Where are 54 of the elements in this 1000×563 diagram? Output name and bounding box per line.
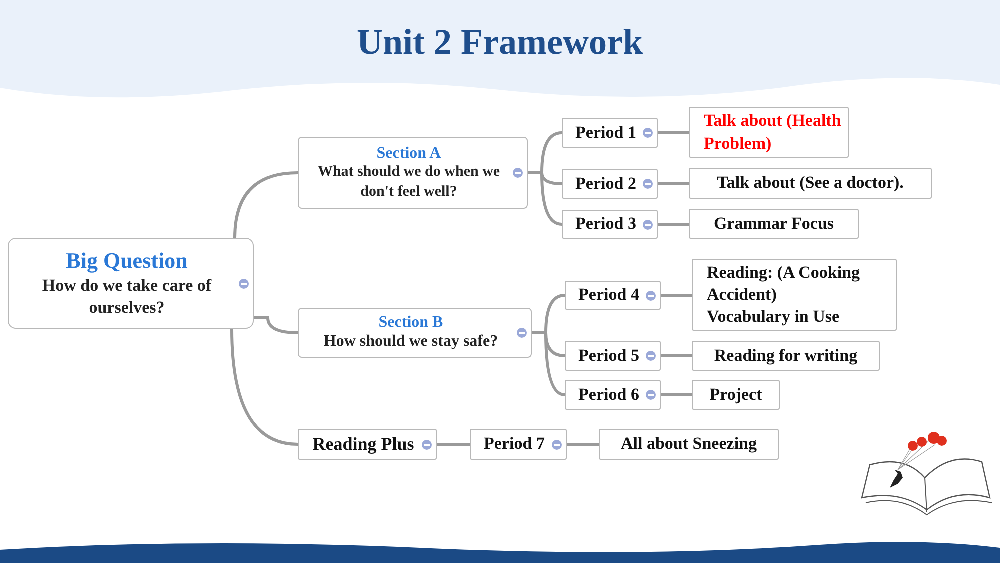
topic-box <box>689 168 932 199</box>
topic-text: Period 3 <box>576 213 636 236</box>
topic-text: Talk about (Health Problem) <box>704 110 842 154</box>
topic-box <box>565 380 661 410</box>
topic-text: How do we take care of ourselves? <box>41 274 213 319</box>
topic-box <box>599 429 779 460</box>
topic-text: Period 6 <box>578 384 640 406</box>
connector-line <box>661 294 692 297</box>
topic-heading: Section B <box>378 313 444 332</box>
topic-box <box>692 259 897 331</box>
connector-line <box>230 328 298 446</box>
topic-text: Period 2 <box>576 172 636 195</box>
connector-line <box>658 132 689 134</box>
connector-line <box>528 172 562 226</box>
topic-text: Period 7 <box>484 433 545 456</box>
topic-text: All about Sneezing <box>620 433 758 456</box>
topic-text: Period 5 <box>578 344 640 367</box>
topic-text: Reading Plus <box>312 432 414 456</box>
slide-title: Unit 2 Framework <box>356 21 644 64</box>
connector-line <box>532 332 566 396</box>
topic-box <box>692 380 780 410</box>
topic-text: Period 4 <box>578 284 640 306</box>
topic-box <box>565 281 661 310</box>
topic-text: Reading for writing <box>714 344 858 367</box>
connector-line <box>658 182 689 186</box>
topic-box <box>298 308 532 358</box>
topic-text: Talk about (See a doctor). <box>717 172 904 194</box>
topic-box <box>298 429 437 460</box>
connector-line <box>437 443 470 446</box>
topic-box <box>298 137 528 209</box>
connector-line <box>661 354 692 358</box>
topic-text: Reading: (A Cooking Accident) <box>707 262 862 306</box>
connector-line <box>661 394 692 396</box>
topic-text: Project <box>710 384 762 406</box>
topic-text: Vocabulary in Use <box>707 306 840 328</box>
topic-box <box>562 210 658 239</box>
topic-box <box>562 169 658 199</box>
topic-box <box>8 238 254 329</box>
topic-box <box>562 118 658 148</box>
topic-box <box>689 209 859 239</box>
topic-text: Grammar Focus <box>714 212 834 235</box>
topic-box <box>470 429 567 460</box>
topic-text: What should we do when we don't feel well? <box>316 163 502 202</box>
connector-line <box>254 316 298 334</box>
connector-line <box>234 172 298 238</box>
topic-heading: Section A <box>376 144 442 164</box>
topic-box <box>689 107 849 158</box>
topic-box <box>565 341 661 371</box>
connector-line <box>567 443 599 446</box>
connector-line <box>658 223 689 226</box>
topic-text: Period 1 <box>576 122 636 144</box>
topic-box <box>692 341 880 371</box>
topic-heading: Big Question <box>66 248 188 275</box>
topic-text: How should we stay safe? <box>324 332 498 352</box>
